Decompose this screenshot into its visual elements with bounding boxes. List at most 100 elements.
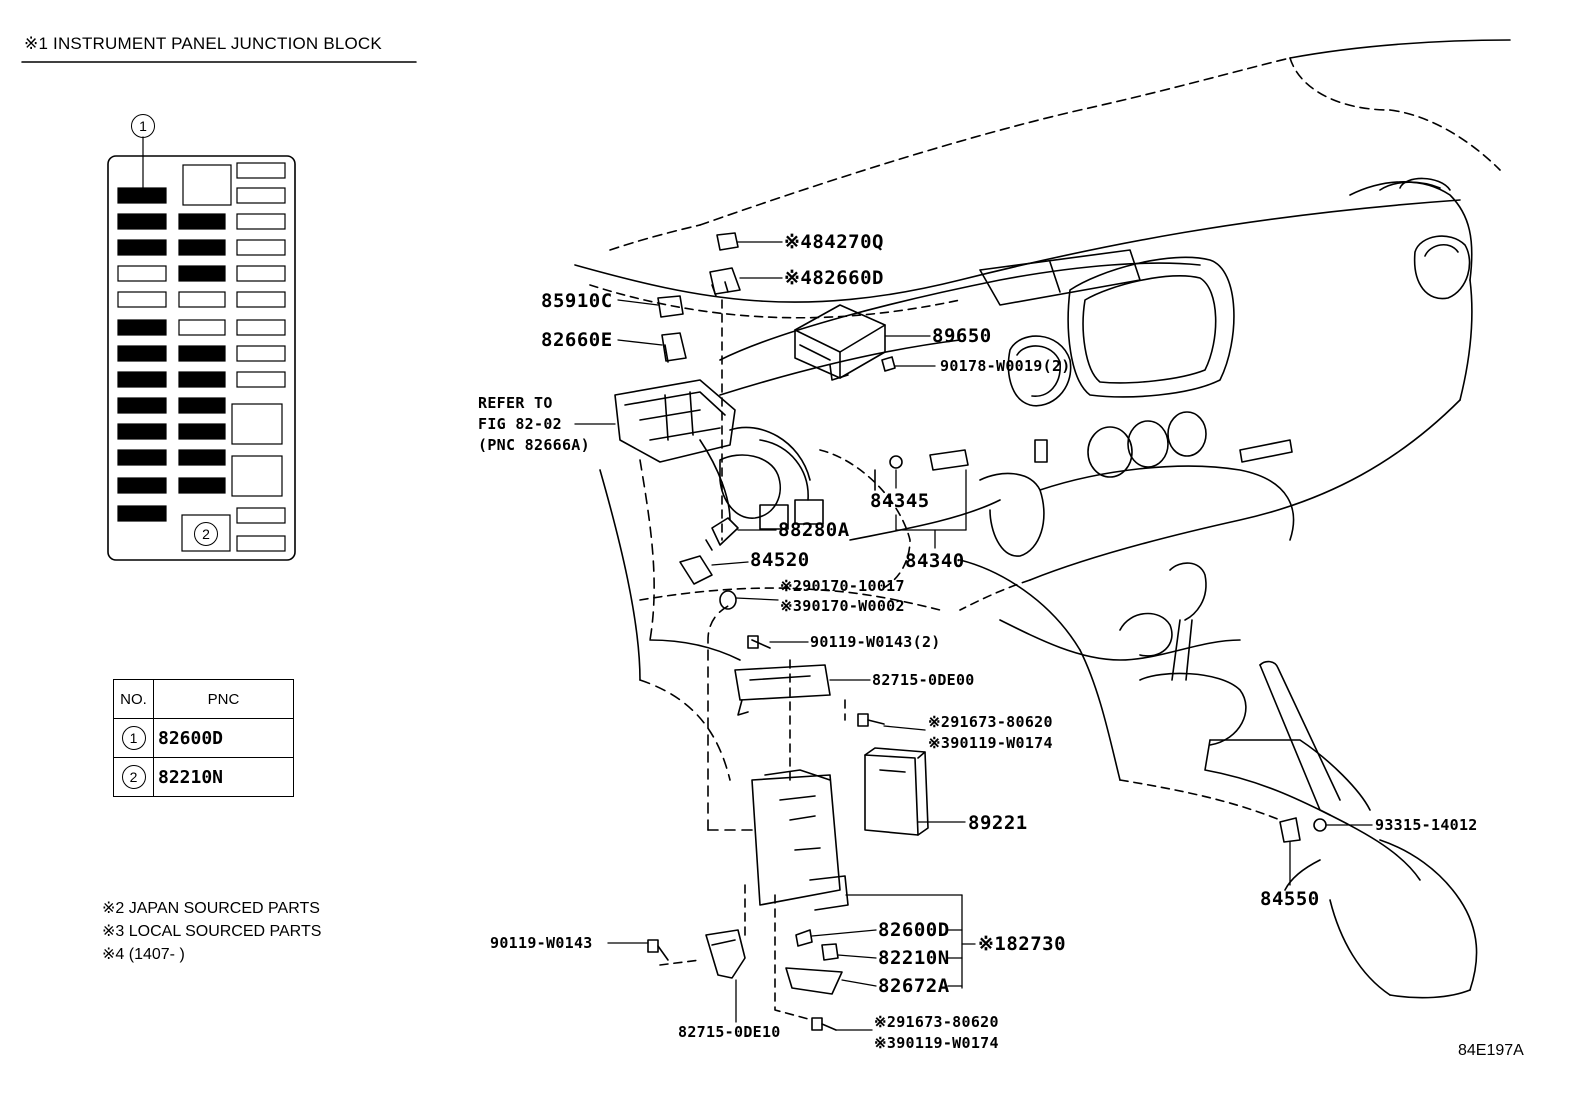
fuse-slot bbox=[117, 505, 167, 522]
component-bolt-90119c bbox=[647, 939, 669, 961]
fuse-slot bbox=[236, 239, 286, 256]
row-no: 2 bbox=[113, 757, 154, 797]
relay-slot bbox=[182, 164, 232, 206]
component-85910C bbox=[657, 295, 684, 318]
fuse-slot bbox=[117, 319, 167, 336]
part-label-90178-W0019: 90178-W0019(2) bbox=[940, 357, 1071, 375]
part-label-82660D-relay: ※482660D bbox=[784, 267, 884, 289]
component-89221-module bbox=[864, 747, 929, 836]
relay-slot bbox=[231, 455, 283, 497]
pnc-table: NO. PNC 1 82600D 2 82210N bbox=[113, 679, 294, 797]
part-label-90119-W0143-2: 90119-W0143(2) bbox=[810, 633, 941, 651]
component-bolt-91673b bbox=[811, 1017, 837, 1031]
component-82210N-relay bbox=[821, 943, 839, 961]
fuse-slot bbox=[117, 291, 167, 308]
leader-lines bbox=[574, 241, 1373, 1031]
component-84270Q bbox=[716, 232, 739, 251]
junction-block-outline bbox=[107, 155, 296, 561]
junction-callout-1: 1 bbox=[131, 114, 155, 138]
fuse-slot bbox=[117, 371, 167, 388]
component-bolt-90119a bbox=[747, 635, 771, 649]
fuse-slot bbox=[178, 213, 226, 230]
component-bracket-82715-0DE10 bbox=[705, 929, 746, 979]
junction-block-fuse-layout bbox=[117, 162, 286, 552]
fuse-slot bbox=[117, 397, 167, 414]
dashboard-outline bbox=[574, 39, 1511, 1021]
part-label-82730: ※182730 bbox=[978, 933, 1067, 955]
component-bracket-82715-0DE00 bbox=[734, 664, 831, 716]
table-row: 2 82210N bbox=[113, 757, 294, 797]
fuse-slot bbox=[117, 239, 167, 256]
component-bracket-82666A bbox=[614, 379, 736, 463]
figure-id: 84E197A bbox=[1458, 1042, 1524, 1059]
component-89650-ecu bbox=[794, 304, 886, 381]
pnc-table-header: NO. PNC bbox=[113, 679, 294, 719]
part-label-91673-80620-b: ※291673-80620 bbox=[874, 1013, 999, 1031]
part-label-82715-0DE10: 82715-0DE10 bbox=[678, 1023, 781, 1041]
fuse-slot bbox=[236, 291, 286, 308]
component-82660D-relay bbox=[709, 267, 741, 297]
part-label-84340: 84340 bbox=[905, 550, 965, 572]
fuse-slot bbox=[178, 397, 226, 414]
part-label-90170-W0002: ※390170-W0002 bbox=[780, 597, 905, 615]
fuse-slot bbox=[236, 371, 286, 388]
part-label-84550: 84550 bbox=[1260, 888, 1320, 910]
part-label-82600D: 82600D bbox=[878, 919, 950, 941]
part-label-89650: 89650 bbox=[932, 325, 992, 347]
fuse-slot bbox=[178, 265, 226, 282]
component-88280A bbox=[705, 517, 739, 551]
note-date-range: ※4 (1407- ) bbox=[102, 946, 185, 963]
fuse-slot bbox=[236, 507, 286, 524]
fuse-slot bbox=[236, 319, 286, 336]
fuse-slot bbox=[178, 291, 226, 308]
component-84345-84340 bbox=[874, 449, 969, 491]
row-no: 1 bbox=[113, 718, 154, 758]
fuse-slot bbox=[178, 345, 226, 362]
page-title: ※1 INSTRUMENT PANEL JUNCTION BLOCK bbox=[24, 34, 382, 53]
fuse-slot bbox=[178, 371, 226, 388]
fuse-slot bbox=[178, 239, 226, 256]
junction-callout-2: 2 bbox=[194, 522, 218, 546]
fuse-slot bbox=[117, 345, 167, 362]
refer-to-line1: REFER TO bbox=[478, 394, 553, 412]
fuse-slot bbox=[236, 162, 286, 179]
component-82660E bbox=[661, 332, 687, 363]
col-pnc-header: PNC bbox=[153, 679, 294, 719]
part-label-90170-10017: ※290170-10017 bbox=[780, 577, 905, 595]
note-local-sourced: ※3 LOCAL SOURCED PARTS bbox=[102, 923, 322, 940]
component-82600D-relay bbox=[795, 929, 813, 947]
part-label-89221: 89221 bbox=[968, 812, 1028, 834]
refer-to-line3: (PNC 82666A) bbox=[478, 436, 590, 454]
part-label-93315-14012: 93315-14012 bbox=[1375, 816, 1478, 834]
part-label-82210N: 82210N bbox=[878, 947, 950, 969]
part-label-90119-W0143: 90119-W0143 bbox=[490, 934, 593, 952]
component-84550 bbox=[1279, 817, 1301, 843]
part-label-85910C: 85910C bbox=[541, 290, 613, 312]
fuse-slot bbox=[178, 449, 226, 466]
row-pnc: 82210N bbox=[153, 757, 294, 797]
component-bolt-91673a bbox=[857, 713, 885, 727]
note-japan-sourced: ※2 JAPAN SOURCED PARTS bbox=[102, 900, 320, 917]
fuse-slot bbox=[178, 423, 226, 440]
part-label-84270Q: ※484270Q bbox=[784, 231, 884, 253]
fuse-slot bbox=[117, 187, 167, 204]
part-label-90119-W0174-a: ※390119-W0174 bbox=[928, 734, 1053, 752]
component-82672A-cover bbox=[785, 967, 843, 995]
fuse-slot bbox=[236, 213, 286, 230]
fuse-slot bbox=[117, 265, 167, 282]
fuse-slot bbox=[117, 477, 167, 494]
fuse-slot bbox=[117, 423, 167, 440]
component-screw-93315 bbox=[1313, 818, 1327, 832]
fuse-slot bbox=[178, 477, 226, 494]
part-label-91673-80620-a: ※291673-80620 bbox=[928, 713, 1053, 731]
component-junction-block-82730 bbox=[751, 769, 849, 911]
col-no-header: NO. bbox=[113, 679, 154, 719]
relay-slot bbox=[231, 403, 283, 445]
fuse-slot bbox=[236, 187, 286, 204]
part-label-84520: 84520 bbox=[750, 549, 810, 571]
component-grommet bbox=[719, 590, 737, 610]
table-row: 1 82600D bbox=[113, 718, 294, 758]
part-label-88280A: 88280A bbox=[778, 519, 850, 541]
part-label-90119-W0174-b: ※390119-W0174 bbox=[874, 1034, 999, 1052]
